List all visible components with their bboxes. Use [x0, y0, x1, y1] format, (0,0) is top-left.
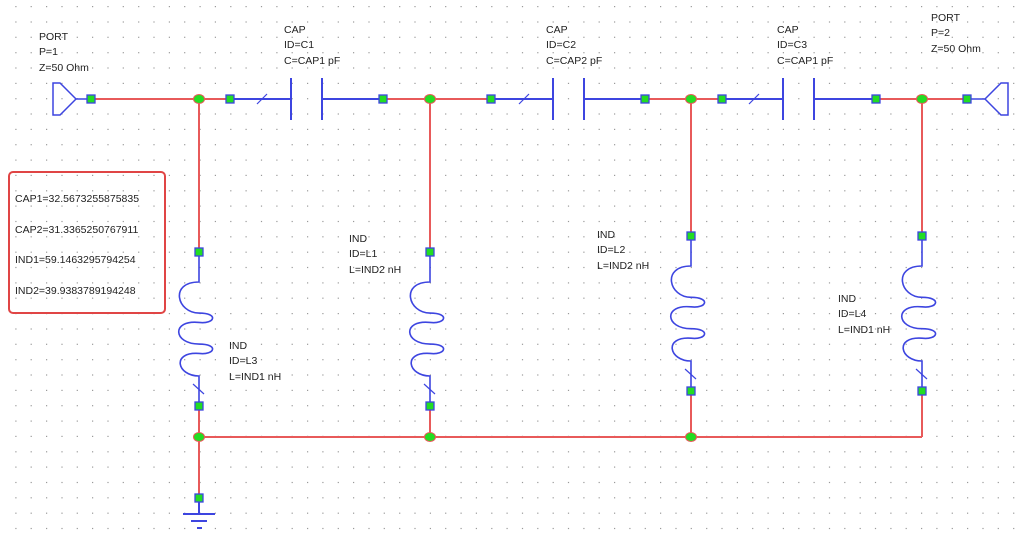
junction-node [424, 94, 436, 104]
l3-id: ID=L3 [229, 355, 258, 368]
capacitor-c2-symbol[interactable] [491, 78, 645, 120]
capacitor-c1-label: CAP ID=C1 C=CAP1 pF [284, 23, 340, 69]
l2-id: ID=L2 [597, 244, 626, 257]
c1-value: C=CAP1 pF [284, 54, 341, 67]
junction-node [916, 94, 928, 104]
port-2-number: P=2 [931, 27, 950, 40]
pin-square [86, 94, 96, 104]
inductor-l2-symbol[interactable] [670, 236, 706, 391]
l1-id: ID=L1 [349, 248, 378, 261]
l2-type: IND [597, 229, 616, 241]
junction-node [193, 94, 205, 104]
pin-square [686, 386, 696, 396]
inductor-l1-label: IND ID=L1 L=IND2 nH [349, 232, 401, 278]
pin-square [717, 94, 727, 104]
variable-cap1[interactable]: CAP1=32.5673255875835 [15, 193, 140, 205]
junction-node [193, 432, 205, 442]
l3-type: IND [229, 340, 248, 352]
port-2-impedance: Z=50 Ohm [931, 42, 981, 55]
capacitor-c3-label: CAP ID=C3 C=CAP1 pF [777, 23, 833, 69]
c2-id: ID=C2 [546, 39, 577, 52]
pin-square [962, 94, 972, 104]
inductor-l2-label: IND ID=L2 L=IND2 nH [597, 228, 649, 274]
inductor-marker [684, 368, 697, 380]
l3-value: L=IND1 nH [229, 370, 282, 383]
pin-square [425, 247, 435, 257]
c3-value: C=CAP1 pF [777, 54, 834, 67]
c2-value: C=CAP2 pF [546, 54, 603, 67]
capacitor-c3-symbol[interactable] [722, 78, 876, 120]
pin-square [917, 231, 927, 241]
port-2-symbol[interactable] [967, 82, 1009, 116]
junction-node [685, 432, 697, 442]
pin-square [640, 94, 650, 104]
junction-node [424, 432, 436, 442]
l1-type: IND [349, 233, 368, 245]
inductor-coil [409, 252, 445, 406]
variable-cap2[interactable]: CAP2=31.3365250767911 [15, 224, 139, 236]
pin-square [871, 94, 881, 104]
l4-value: L=IND1 nH [838, 323, 891, 336]
port-1-symbol[interactable] [52, 82, 91, 116]
pin-square [686, 231, 696, 241]
pin-square [425, 401, 435, 411]
port-2-type: PORT [931, 12, 960, 24]
capacitor-c2-label: CAP ID=C2 C=CAP2 pF [546, 23, 602, 69]
junction-node [685, 94, 697, 104]
inductor-l3-label: IND ID=L3 L=IND1 nH [229, 339, 281, 385]
pin-square [225, 94, 235, 104]
inductor-marker [423, 383, 436, 395]
c3-type: CAP [777, 24, 799, 36]
inductor-l3-symbol[interactable] [178, 252, 214, 406]
port-1-type: PORT [39, 31, 68, 43]
pin-square [194, 401, 204, 411]
variables-highlight-box[interactable]: CAP1=32.5673255875835 CAP2=31.3365250767… [8, 171, 166, 314]
l4-type: IND [838, 293, 857, 305]
wires [91, 98, 967, 498]
l4-id: ID=L4 [838, 308, 867, 321]
inductor-l4-label: IND ID=L4 L=IND1 nH [838, 292, 890, 338]
c1-type: CAP [284, 24, 306, 36]
c1-id: ID=C1 [284, 39, 315, 52]
capacitor-c1-symbol[interactable] [230, 78, 383, 120]
pin-square [486, 94, 496, 104]
junction-nodes [193, 94, 928, 442]
c2-type: CAP [546, 24, 568, 36]
inductors [178, 236, 937, 406]
pin-square [378, 94, 388, 104]
l2-value: L=IND2 nH [597, 259, 650, 272]
port-1-impedance: Z=50 Ohm [39, 61, 89, 74]
inductor-marker [915, 368, 928, 380]
l1-value: L=IND2 nH [349, 263, 402, 276]
pin-square [194, 247, 204, 257]
inductor-coil [178, 252, 214, 406]
port-1-number: P=1 [39, 46, 58, 59]
variable-ind2[interactable]: IND2=39.9383789194248 [15, 285, 136, 297]
inductor-marker [192, 383, 205, 395]
port-1-label: PORT P=1 Z=50 Ohm [39, 30, 89, 76]
port-2-label: PORT P=2 Z=50 Ohm [931, 11, 981, 57]
pin-square [194, 493, 204, 503]
variable-ind1[interactable]: IND1=59.1463295794254 [15, 254, 136, 266]
pin-square [917, 386, 927, 396]
pins [86, 94, 972, 503]
inductor-coil [901, 236, 937, 391]
inductor-l1-symbol[interactable] [409, 252, 445, 406]
inductor-coil [670, 236, 706, 391]
c3-id: ID=C3 [777, 39, 808, 52]
inductor-l4-symbol[interactable] [901, 236, 937, 391]
